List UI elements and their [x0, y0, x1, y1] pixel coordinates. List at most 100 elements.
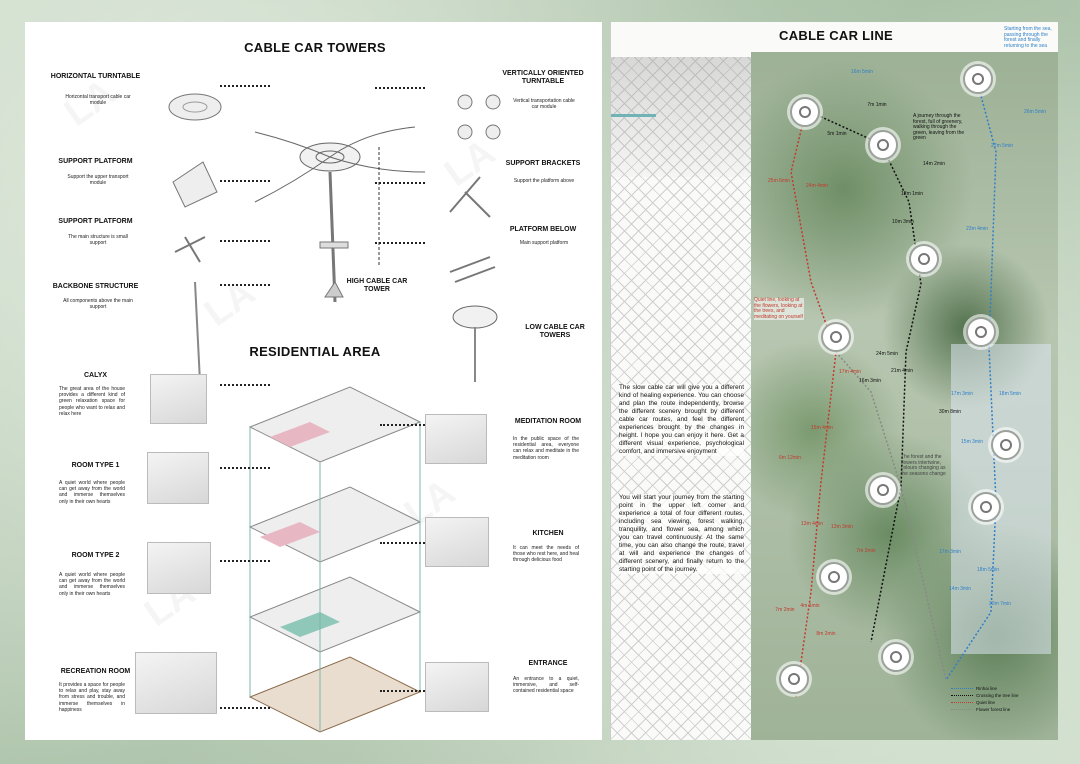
cable-car-station[interactable] — [868, 475, 898, 505]
segment-label: 7m 2min — [856, 548, 876, 554]
segment-label: 13m 4min — [801, 521, 823, 527]
cable-car-station[interactable] — [868, 130, 898, 160]
res-item-right-desc: It can meet the needs of those who rest … — [513, 545, 579, 564]
segment-label: 13m 3min — [831, 524, 853, 530]
segment-label: 15m 4min — [811, 425, 833, 431]
legend-item: Crossing the tree line — [951, 693, 1019, 698]
tower-item-desc: Horizontal transport cable car module — [65, 94, 131, 106]
leader-line — [380, 542, 425, 544]
segment-label: 18m 5min — [999, 391, 1021, 397]
annotation-forest: A journey through the forest, full of gr… — [913, 113, 965, 141]
right-panel: CABLE CAR LINE The slow cable car will g… — [610, 22, 1058, 740]
segment-label: 16m 5min — [851, 69, 873, 75]
meditation-room-drawing — [425, 414, 487, 464]
legend-label: Flower forest line — [976, 707, 1011, 712]
tower-item-right-label: SUPPORT BRACKETS — [505, 160, 581, 167]
segment-label: 12m 1min — [901, 191, 923, 197]
leader-line — [220, 467, 270, 469]
segment-label: 5m 1min — [827, 131, 847, 137]
legend-label: Crossing the tree line — [976, 693, 1019, 698]
tower-item-label: BACKBONE STRUCTURE — [52, 283, 139, 290]
cable-car-station[interactable] — [779, 664, 809, 694]
sea-area — [951, 344, 1051, 654]
leader-line — [220, 180, 270, 182]
legend-label: Quiet line — [976, 700, 996, 705]
leader-line — [380, 690, 425, 692]
recreation-room-drawing — [135, 652, 217, 714]
legend-swatch — [951, 695, 973, 696]
segment-label: 20m 7min — [989, 601, 1011, 607]
legend-swatch — [951, 709, 973, 710]
segment-label: 17m 3min — [939, 549, 961, 555]
res-item-right-desc: In the public space of the residential a… — [513, 436, 579, 461]
leader-line — [220, 240, 270, 242]
cable-car-station[interactable] — [971, 492, 1001, 522]
annotation-flower: The forest and the flowers intertwine, c… — [901, 454, 946, 477]
cable-car-station[interactable] — [819, 562, 849, 592]
tower-item-right-desc: Vertical transportation cable car module — [513, 98, 575, 110]
segment-label: 17m 4min — [839, 369, 861, 375]
segment-label: 30m 8min — [939, 409, 961, 415]
cable-car-line-title: CABLE CAR LINE — [779, 28, 893, 43]
towers-title: CABLE CAR TOWERS — [244, 40, 386, 55]
entrance-drawing — [425, 662, 489, 712]
segment-label: 6m 12min — [779, 455, 801, 461]
segment-label: 25m 6min — [768, 178, 790, 184]
cable-car-station[interactable] — [881, 642, 911, 672]
leader-line — [220, 707, 270, 709]
leader-line — [220, 85, 270, 87]
segment-label: 14m 3min — [949, 586, 971, 592]
segment-label: 18m 5min — [977, 567, 999, 573]
leader-line — [380, 424, 425, 426]
res-item-right-label: MEDITATION ROOM — [514, 418, 582, 425]
cable-car-station[interactable] — [909, 244, 939, 274]
legend-item: Rinhai line — [951, 686, 997, 691]
accent-bar — [611, 114, 656, 117]
residential-exploded-drawing — [248, 386, 422, 733]
segment-label: 7m 2min — [775, 607, 795, 613]
cable-car-station[interactable] — [790, 97, 820, 127]
segment-label: 8m 2min — [816, 631, 836, 637]
annotation-sea: Starting from the sea, passing through t… — [1004, 26, 1052, 49]
cable-car-station[interactable] — [821, 322, 851, 352]
segment-label: 4m 1min — [800, 603, 820, 609]
tree-silhouette — [611, 57, 751, 177]
res-item-desc: The great area of the house provides a d… — [59, 386, 125, 417]
segment-label: 24m 4min — [806, 183, 828, 189]
res-item-label: ROOM TYPE 1 — [71, 462, 120, 469]
leader-line — [220, 284, 270, 286]
residential-title: RESIDENTIAL AREA — [249, 344, 381, 359]
segment-label: 7m 1min — [867, 102, 887, 108]
res-item-label: ROOM TYPE 2 — [71, 552, 120, 559]
res-item-desc: A quiet world where people can get away … — [59, 572, 125, 597]
leader-line — [220, 560, 270, 562]
high-tower-label: HIGH CABLE CAR TOWER — [346, 278, 408, 293]
segment-label: 10m 3min — [892, 219, 914, 225]
segment-label: 27m 5min — [991, 143, 1013, 149]
cable-car-station[interactable] — [963, 64, 993, 94]
tower-item-desc: The main structure is small support — [68, 234, 128, 246]
tower-item-right-desc: Main support platform — [519, 240, 569, 246]
tower-item-right-label: VERTICALLY ORIENTED TURNTABLE — [502, 70, 584, 85]
segment-label: 17m 3min — [951, 391, 973, 397]
tower-item-right-label: PLATFORM BELOW — [509, 226, 577, 233]
room-type-2-drawing — [147, 542, 211, 594]
segment-label: 24m 5min — [876, 351, 898, 357]
annotation-quiet: Quiet line, looking at the flowers, look… — [754, 297, 804, 320]
cable-car-tower-drawing — [168, 93, 501, 382]
segment-label: 26m 5min — [1024, 109, 1046, 115]
intro-paragraph: The slow cable car will give you a diffe… — [619, 384, 744, 456]
segment-label: 23m 4min — [966, 226, 988, 232]
left-panel: LA LA LA LA LA CABLE CAR TOWERS HORIZONT… — [25, 22, 602, 740]
cable-car-station[interactable] — [991, 430, 1021, 460]
cable-car-station[interactable] — [966, 317, 996, 347]
segment-label: 14m 2min — [923, 161, 945, 167]
legend-swatch — [951, 702, 973, 703]
res-item-right-label: ENTRANCE — [528, 660, 568, 667]
res-item-right-label: KITCHEN — [532, 530, 564, 537]
leader-line — [375, 182, 425, 184]
legend-item: Quiet line — [951, 700, 995, 705]
tower-item-label: SUPPORT PLATFORM — [58, 158, 133, 165]
tower-item-label: SUPPORT PLATFORM — [58, 218, 133, 225]
segment-label: 16m 3min — [859, 378, 881, 384]
